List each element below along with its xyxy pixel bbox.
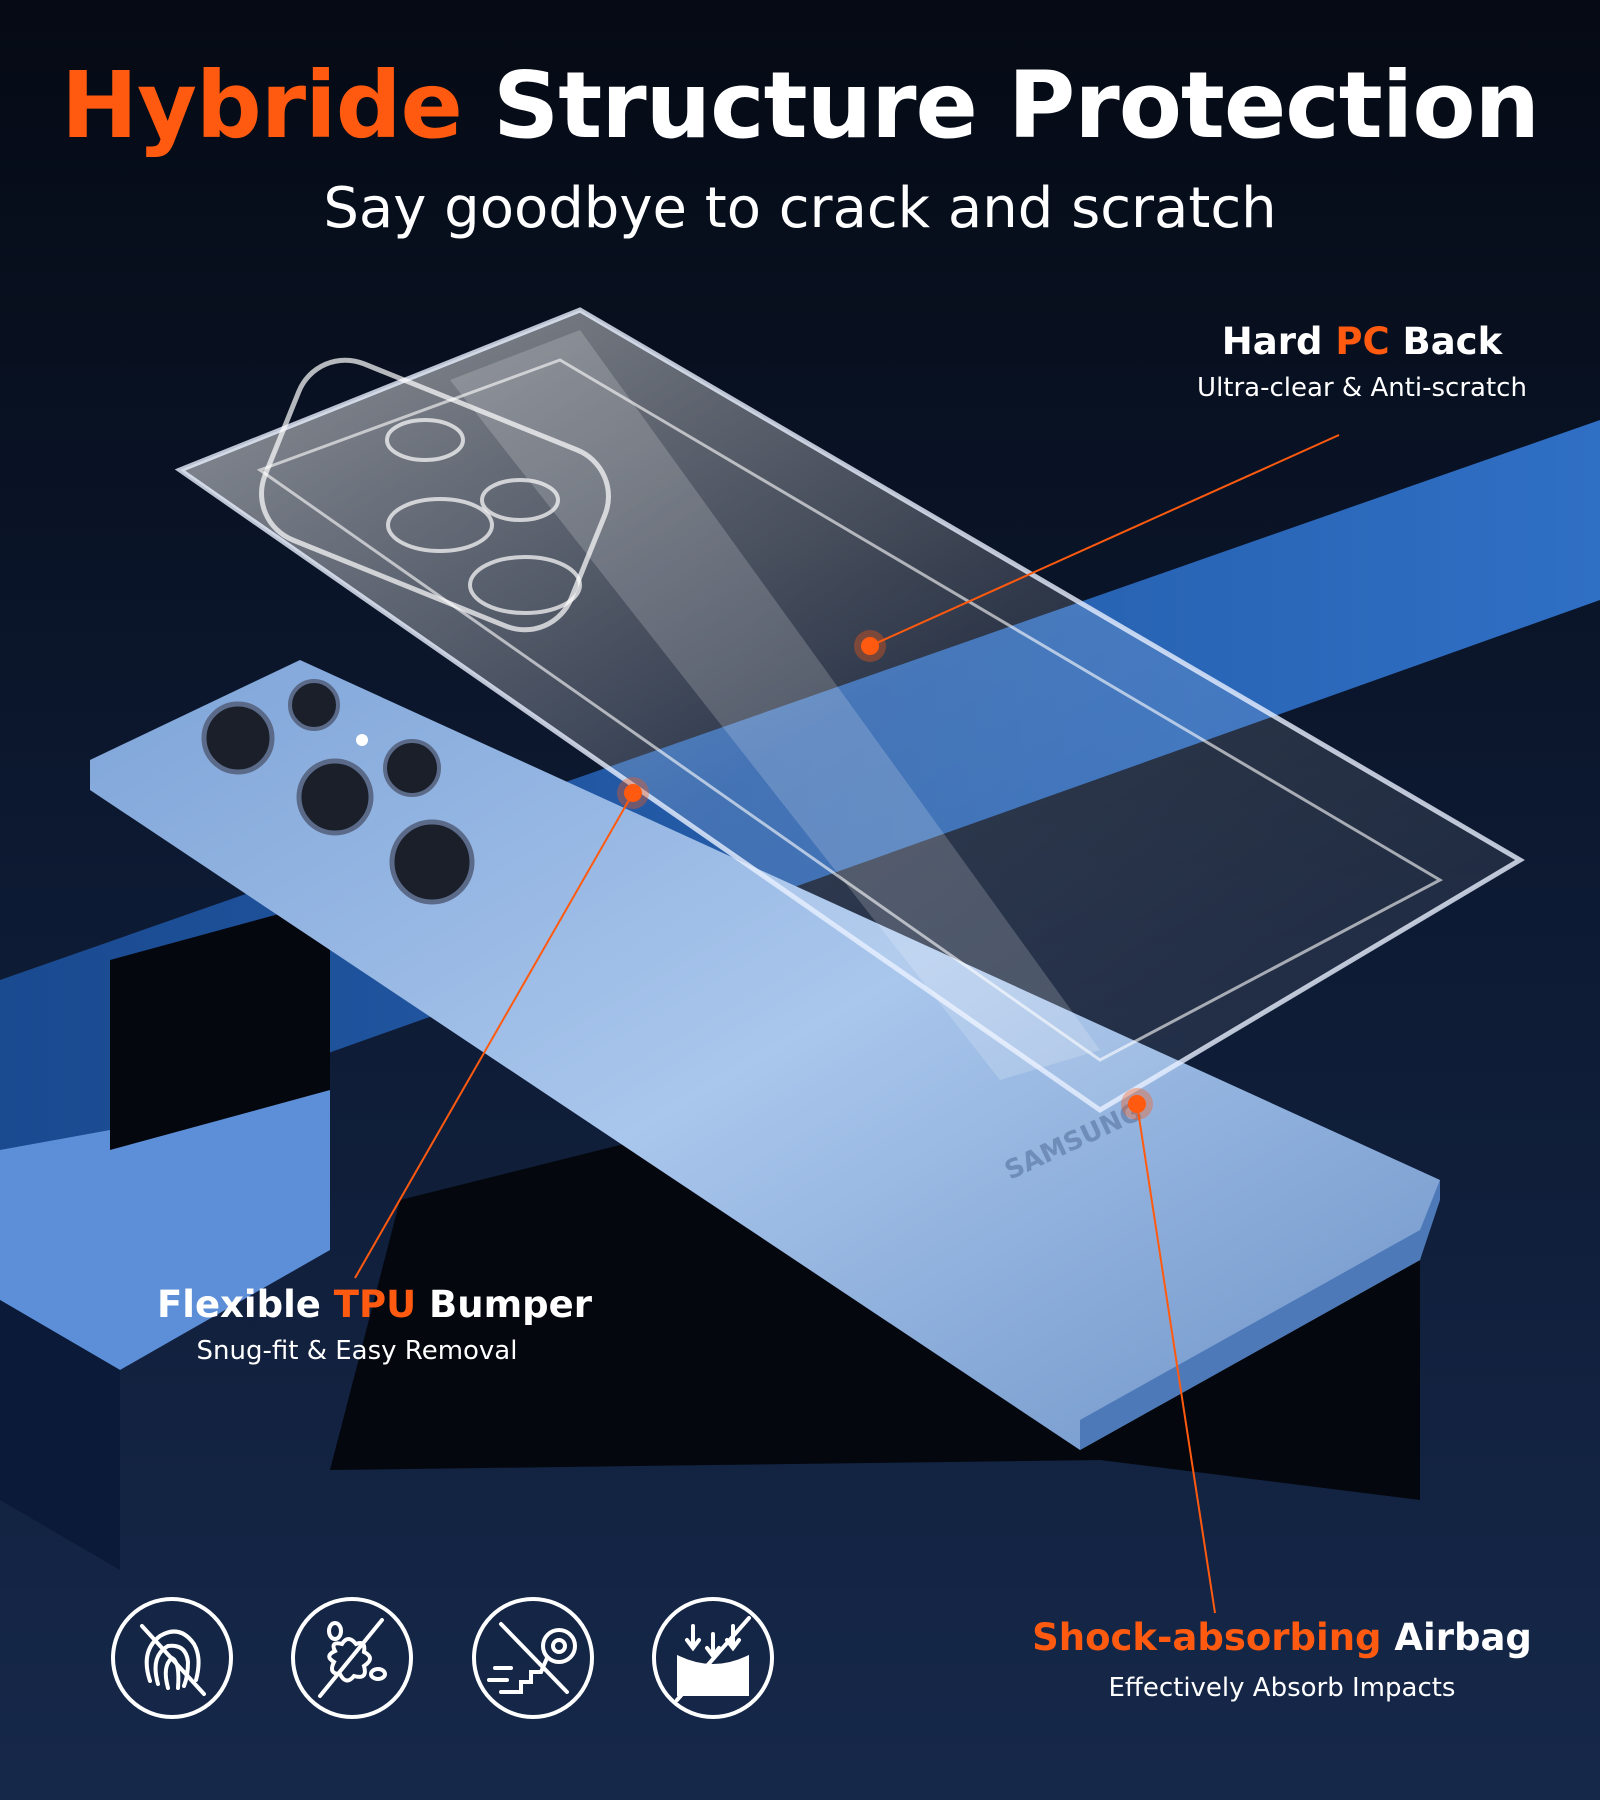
- callout-lines: [354, 434, 1340, 1614]
- anti-stain-icon: [291, 1597, 413, 1719]
- clear-case: [174, 307, 1525, 1113]
- callout-airbag: Shock-absorbing Airbag Effectively Absor…: [1032, 1616, 1532, 1703]
- page-title: Hybride Structure Protection: [0, 52, 1600, 159]
- label: Bumper: [416, 1283, 592, 1326]
- label: Airbag: [1381, 1616, 1532, 1659]
- page-subtitle: Say goodbye to crack and scratch: [323, 176, 1277, 241]
- callout-sub: Effectively Absorb Impacts: [1108, 1673, 1456, 1703]
- callout-hard-pc: Hard PC Back Ultra-clear & Anti-scratch: [1162, 320, 1562, 403]
- shock-absorb-icon: [652, 1597, 774, 1719]
- callout-tpu: Flexible TPU Bumper Snug-fit & Easy Remo…: [157, 1283, 592, 1366]
- anti-drop-icon: [472, 1597, 594, 1719]
- label-accent: TPU: [333, 1283, 417, 1326]
- callout-sub: Snug-fit & Easy Removal: [196, 1336, 518, 1366]
- label: Back: [1389, 320, 1503, 363]
- callout-sub: Ultra-clear & Anti-scratch: [1197, 373, 1527, 403]
- label-accent: PC: [1335, 320, 1390, 363]
- title-rest: Structure Protection: [492, 52, 1540, 159]
- callout-dots: [617, 630, 1153, 1120]
- label-accent: Shock-absorbing: [1032, 1616, 1382, 1659]
- label: Flexible: [157, 1283, 334, 1326]
- label: Hard: [1221, 320, 1336, 363]
- phone: SAMSUNG: [90, 660, 1440, 1450]
- anti-fingerprint-icon: [111, 1597, 233, 1719]
- title-highlight: Hybride: [60, 52, 463, 159]
